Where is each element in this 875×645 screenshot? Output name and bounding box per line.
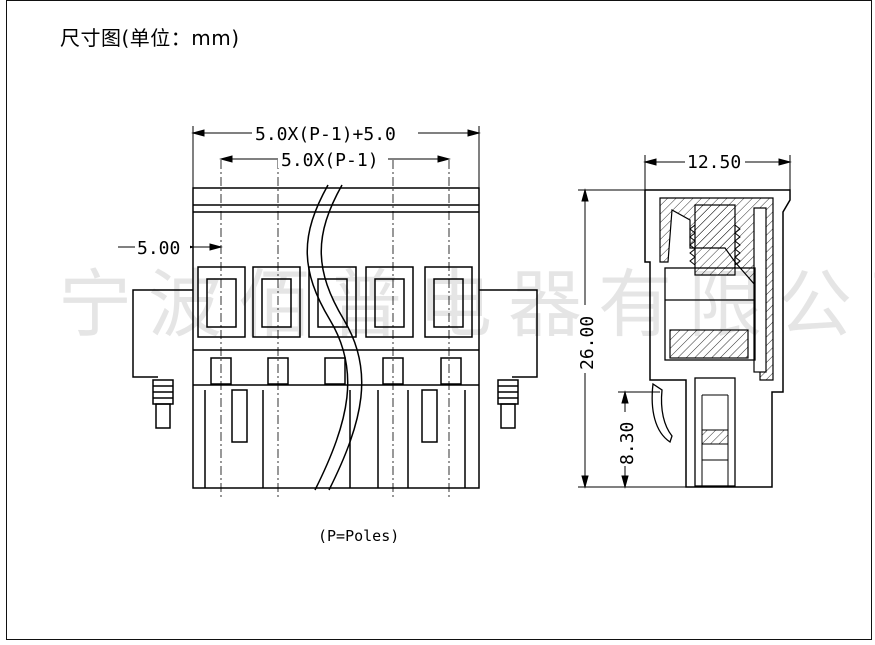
dim-depth: 12.50 xyxy=(687,152,741,173)
company-watermark: 宁波佰普电器有限公司 xyxy=(58,262,875,348)
side-screw xyxy=(689,204,741,276)
left-screw xyxy=(152,379,174,429)
dim-lower-height: 8.30 xyxy=(617,422,638,465)
lower-legs xyxy=(204,389,466,488)
dim-height: 26.00 xyxy=(577,316,598,370)
dim-pitch-span: 5.0X(P-1) xyxy=(281,150,379,171)
front-view xyxy=(132,160,538,498)
contact-tabs xyxy=(210,357,462,385)
side-view xyxy=(644,189,791,488)
drawing-frame xyxy=(6,0,872,640)
poles-note: (P=Poles) xyxy=(318,527,400,545)
right-screw xyxy=(497,379,519,429)
front-body-outline xyxy=(192,187,480,489)
wire-openings xyxy=(197,266,473,338)
dim-offset: 5.00 xyxy=(137,238,180,259)
dim-total-width: 5.0X(P-1)+5.0 xyxy=(255,124,396,145)
drawing-title: 尺寸图(单位：mm) xyxy=(60,26,240,50)
